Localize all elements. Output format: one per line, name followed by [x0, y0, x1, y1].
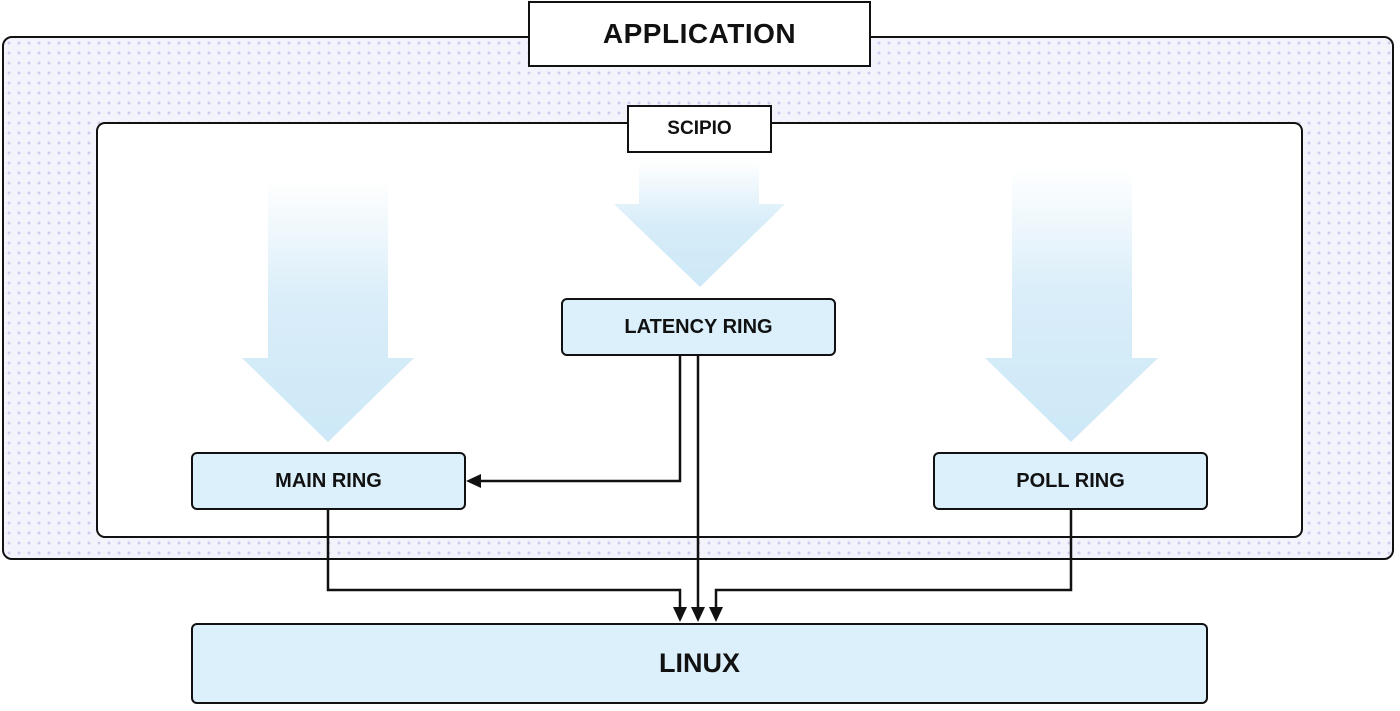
- linux-box: LINUX: [191, 623, 1208, 704]
- arrowhead-linux-center: [691, 607, 705, 622]
- arrowhead-linux-left: [673, 607, 687, 622]
- poll-ring-box: POLL RING: [933, 452, 1208, 510]
- main-ring-box: MAIN RING: [191, 452, 466, 510]
- arrowhead-linux-right: [709, 607, 723, 622]
- scipio-label: SCIPIO: [627, 105, 772, 153]
- application-label: APPLICATION: [528, 1, 871, 67]
- latency-ring-box: LATENCY RING: [561, 298, 836, 356]
